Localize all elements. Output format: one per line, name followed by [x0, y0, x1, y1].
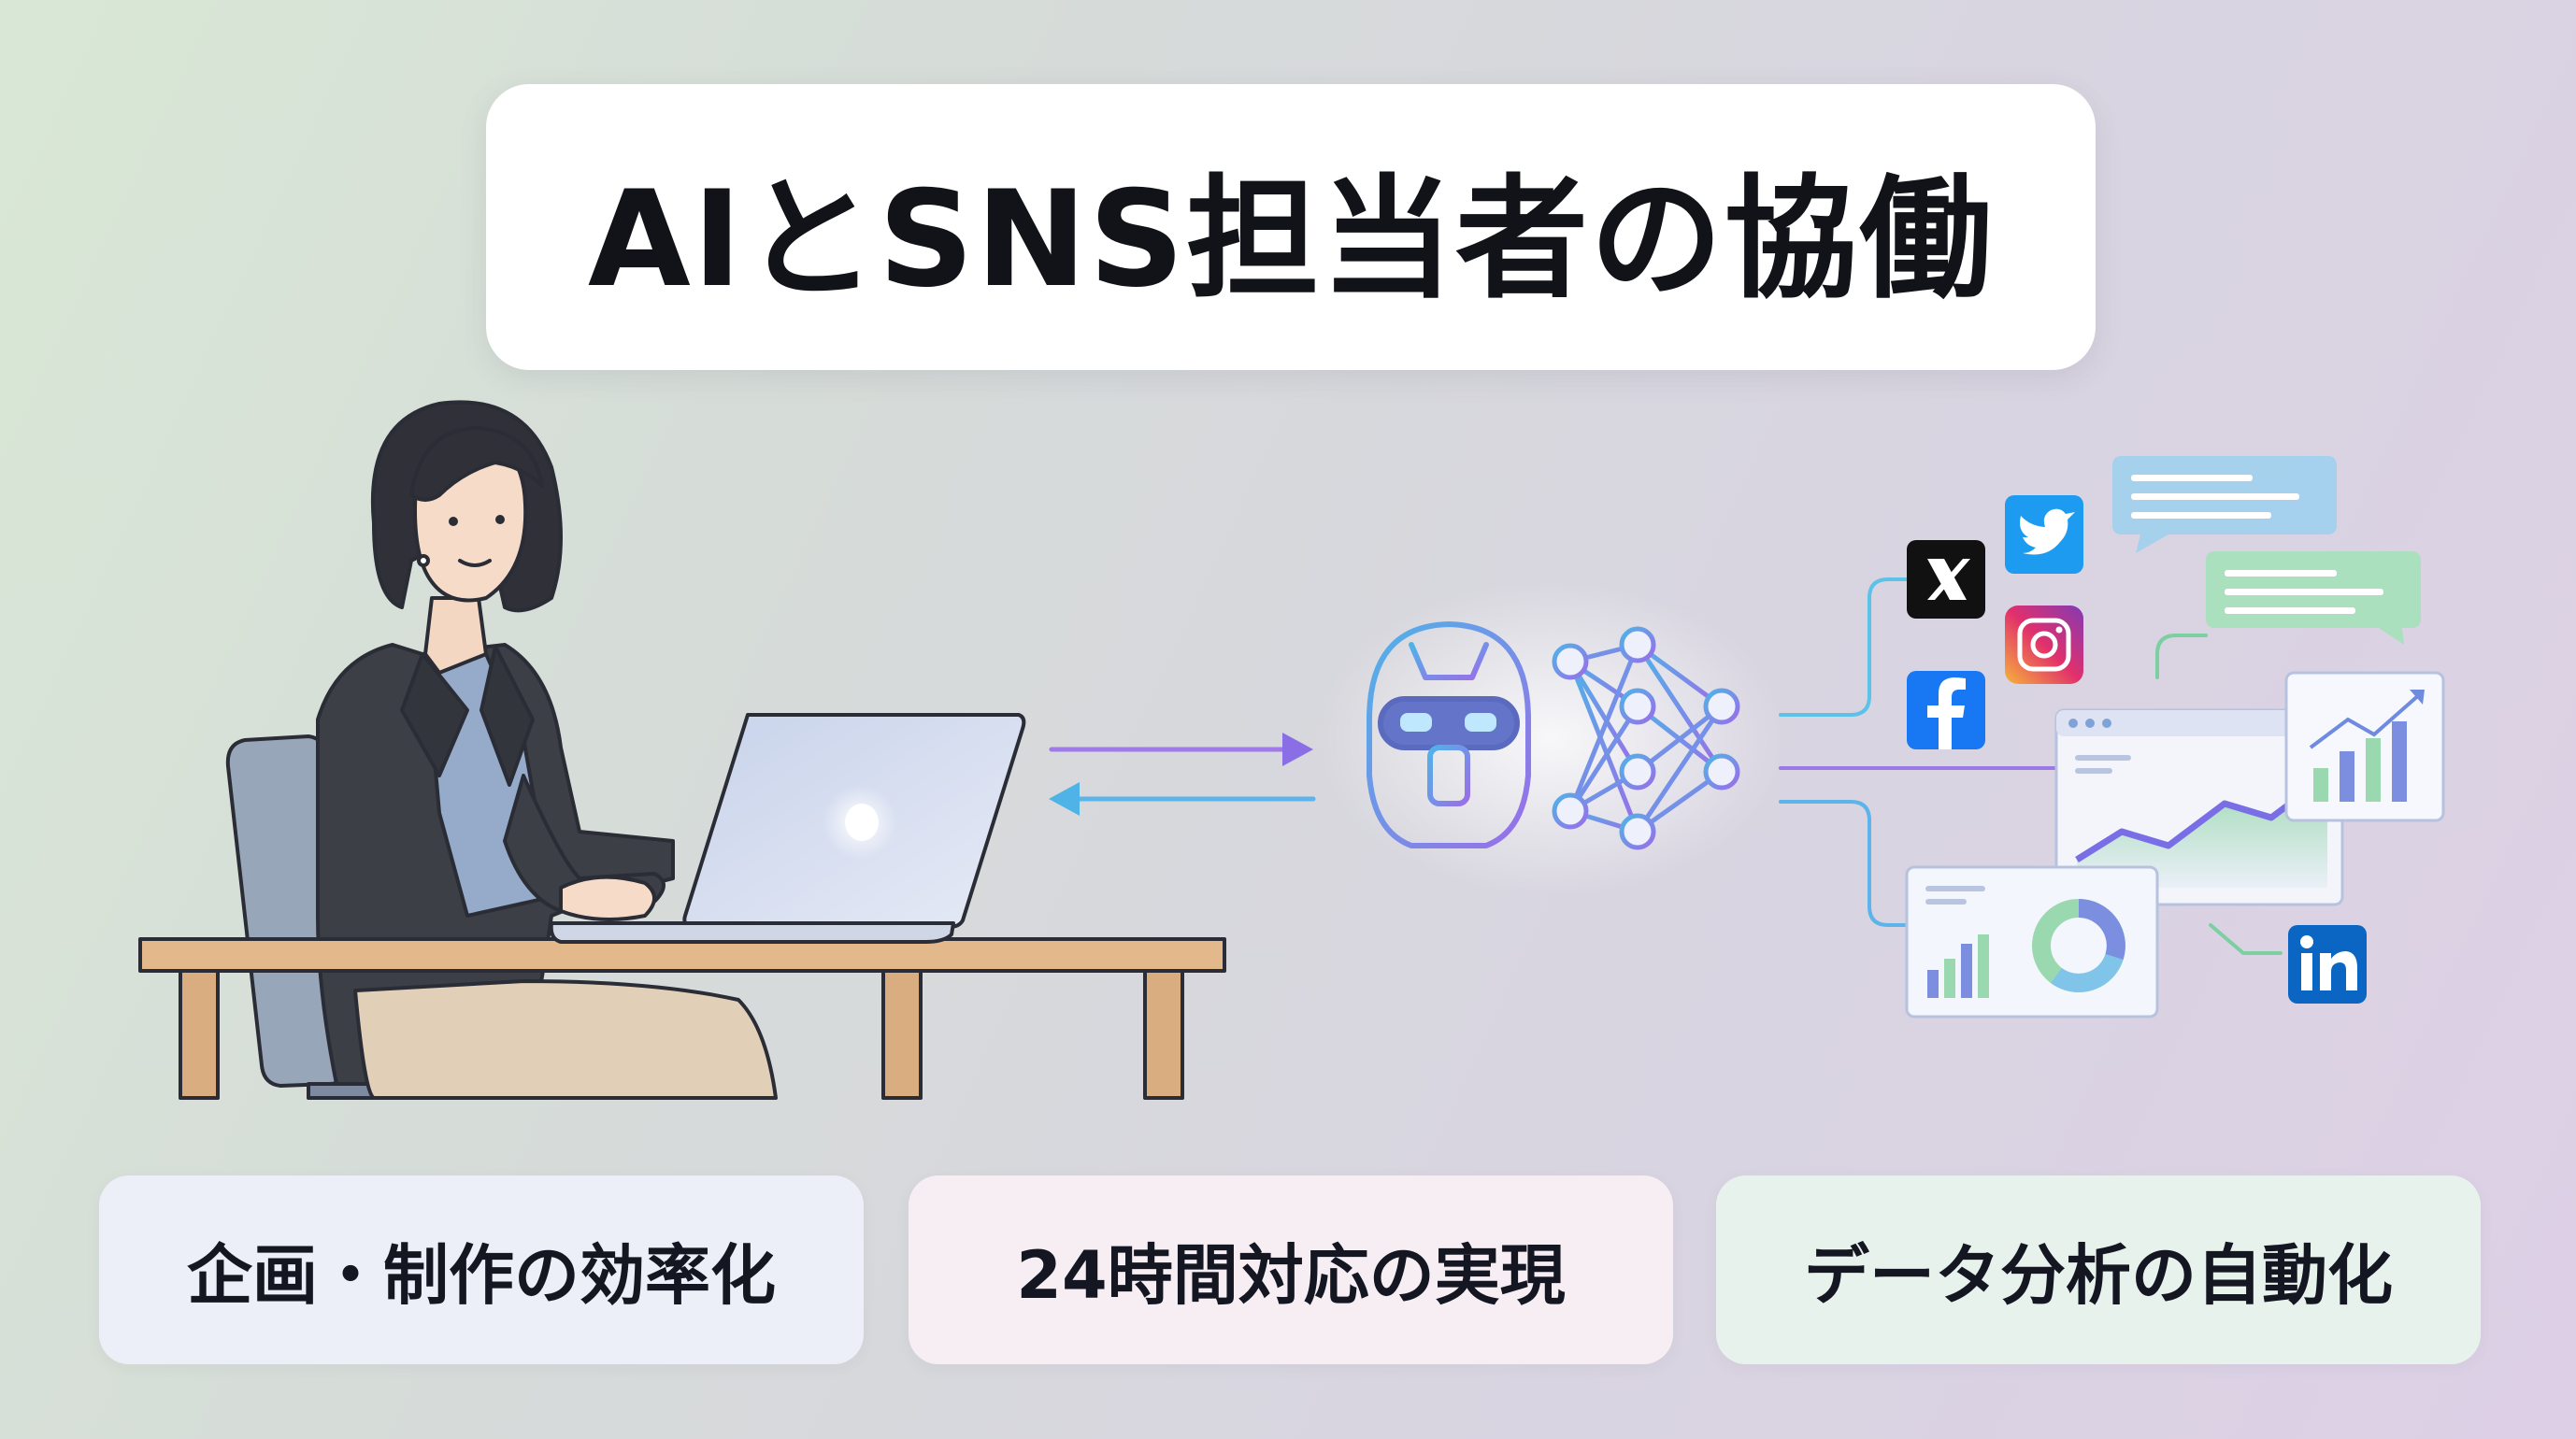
donut-chart-icon [1905, 865, 2159, 1019]
feature-card-planning: 企画・制作の効率化 [99, 1175, 864, 1364]
exchange-arrows-icon [1049, 733, 1316, 816]
desk [138, 937, 1226, 1100]
feature-card-analytics: データ分析の自動化 [1716, 1175, 2481, 1364]
bar-chart-icon [2284, 671, 2445, 822]
title-card: AIとSNS担当者の協働 [486, 84, 2096, 370]
facebook-logo-icon [1907, 671, 1985, 749]
twitter-bird-icon [2005, 495, 2083, 574]
page-title: AIとSNS担当者の協働 [587, 163, 1995, 317]
analytics-dashboard-icon [2054, 708, 2344, 906]
neural-network-icon [1552, 626, 1740, 850]
feature-card-24h: 24時間対応の実現 [909, 1175, 1673, 1364]
chat-bubble-icon [2112, 456, 2337, 553]
chat-bubble-icon [2206, 551, 2421, 645]
x-logo-icon [1907, 540, 1985, 619]
feature-label: データ分析の自動化 [1804, 1236, 2393, 1314]
feature-label: 24時間対応の実現 [1016, 1236, 1566, 1314]
instagram-logo-icon [2005, 606, 2083, 684]
linkedin-logo-icon [2288, 925, 2367, 1004]
feature-label: 企画・制作の効率化 [187, 1236, 776, 1314]
laptop [549, 713, 1026, 944]
connector-lines [1779, 577, 2283, 955]
woman-at-laptop-illustration [225, 400, 778, 1100]
ai-robot-head-icon [1351, 621, 1547, 848]
